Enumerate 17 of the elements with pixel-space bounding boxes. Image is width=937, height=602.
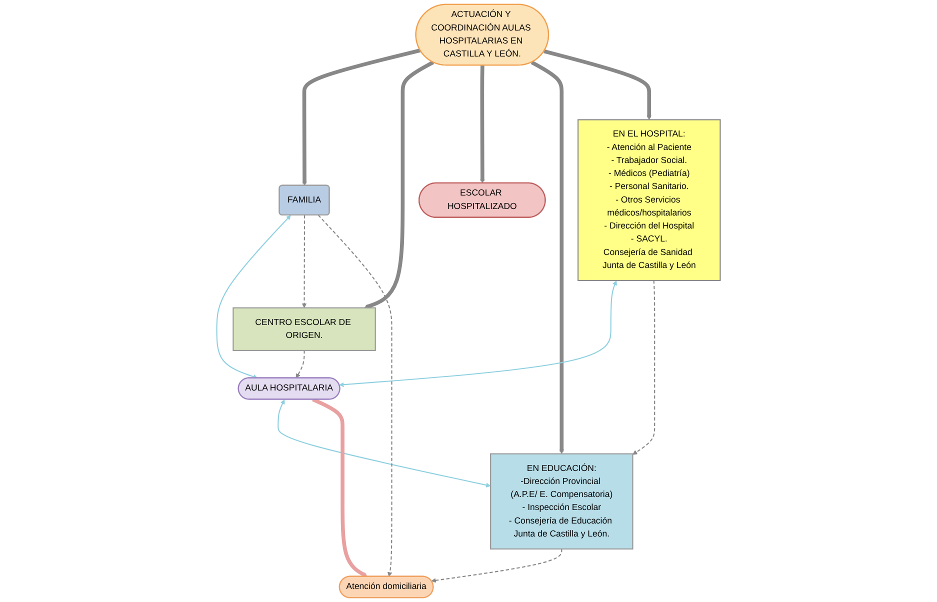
arrow: [530, 60, 564, 454]
node-box: EN EDUCACIÓN: -Dirección Provincial (A.P.E/ E. Compensatoria) - Inspección Escolar - Consejería de Educación Junta de Castilla y León.: [490, 453, 634, 550]
arrow: [364, 60, 434, 309]
arrow: [339, 280, 617, 388]
arrow: [302, 48, 421, 186]
arrow: [632, 280, 656, 455]
arrow: [480, 65, 485, 184]
arrow: [296, 350, 305, 378]
arrow: [431, 548, 562, 583]
arrow: [544, 49, 652, 120]
node-box: CENTRO ESCOLAR DE ORIGEN.: [232, 307, 376, 352]
arrow: [318, 214, 392, 577]
arrow: [278, 399, 491, 488]
arrow: [312, 398, 368, 578]
arrow: [216, 215, 291, 379]
node-box: EN EL HOSPITAL: - Atención al Paciente - Trabajador Social. - Médicos (Pediatría) - Personal Sanitario. - Otros Servicios médicos/hospitalarios - Dirección del Hospital - SACYL. Consejería de Sanidad Junta de Castilla y León: [578, 119, 721, 282]
arrow: [302, 215, 307, 308]
